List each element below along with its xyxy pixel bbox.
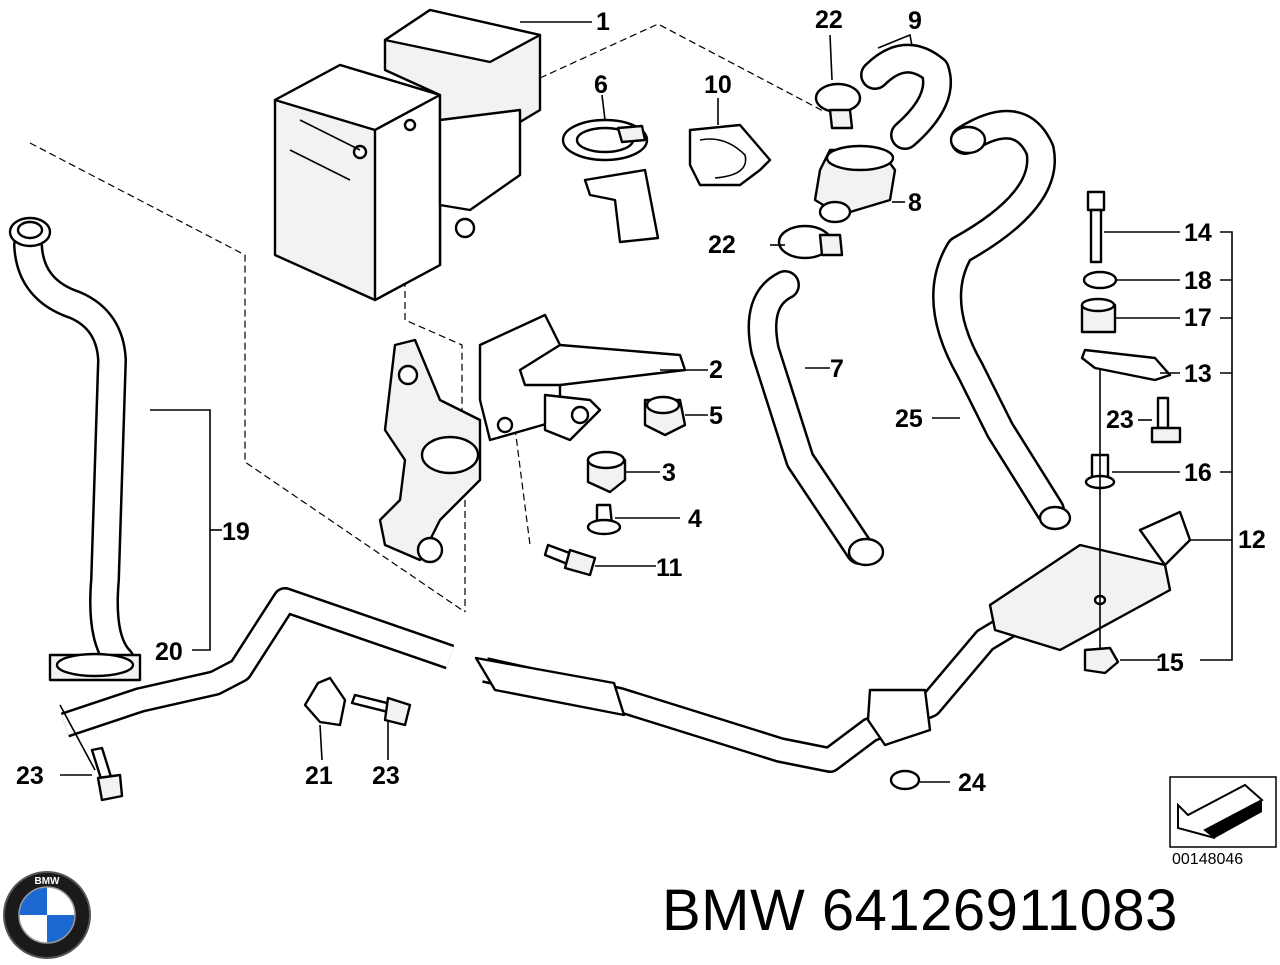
hoses xyxy=(8,43,1072,675)
callout-5: 5 xyxy=(709,402,723,430)
part-bush-4 xyxy=(586,503,622,536)
callout-25: 25 xyxy=(895,405,923,433)
part-clamp-6 xyxy=(561,118,660,244)
callout-10: 10 xyxy=(704,71,732,99)
part-heater-unit xyxy=(273,8,542,302)
part-pipe-seal-20 xyxy=(48,652,142,682)
callout-1: 1 xyxy=(596,8,610,36)
part-exhaust-pipe xyxy=(60,587,1017,773)
part-muffler-12 xyxy=(988,510,1192,652)
callout-21: 21 xyxy=(305,762,333,790)
callout-7: 7 xyxy=(830,355,844,383)
callout-16: 16 xyxy=(1184,459,1212,487)
part-nut-15 xyxy=(1083,646,1120,675)
orientation-arrow-box xyxy=(1169,776,1277,848)
part-valve-8 xyxy=(813,144,897,224)
callout-17: 17 xyxy=(1184,304,1212,332)
callout-6: 6 xyxy=(594,71,608,99)
part-bolt-23-left xyxy=(90,746,124,802)
part-spacer-17 xyxy=(1080,297,1117,334)
part-nut-24 xyxy=(889,769,921,791)
part-clamp-22-lower xyxy=(777,224,844,260)
part-clamp-10 xyxy=(688,123,772,187)
callout-14: 14 xyxy=(1184,219,1212,247)
diagram-code: 00148046 xyxy=(1172,851,1244,868)
callout-22-lower: 22 xyxy=(708,231,736,259)
part-number-caption: BMW 64126911083 xyxy=(662,877,1178,944)
callout-4: 4 xyxy=(688,505,702,533)
callout-9: 9 xyxy=(908,7,922,35)
part-rubber-mount-3 xyxy=(586,450,627,494)
part-screw-23-right xyxy=(1150,396,1182,444)
part-holder-13 xyxy=(1080,348,1172,382)
callout-13: 13 xyxy=(1184,360,1212,388)
part-washer-18 xyxy=(1082,270,1118,290)
callout-24: 24 xyxy=(958,769,986,797)
callout-18: 18 xyxy=(1184,267,1212,295)
caption-part-number: 64126911083 xyxy=(821,878,1178,943)
logo-letters: BMW xyxy=(35,876,61,887)
bmw-logo: BMW xyxy=(3,871,91,959)
part-bolt-11 xyxy=(543,543,597,577)
callout-labels: 1 2 3 4 5 6 7 8 9 10 11 12 13 14 15 16 1… xyxy=(16,6,1266,797)
part-clamp-22-upper xyxy=(814,82,862,130)
callout-2: 2 xyxy=(709,356,723,384)
part-bolt-14 xyxy=(1086,190,1106,264)
part-clamp-21 xyxy=(303,676,347,727)
callout-8: 8 xyxy=(908,189,922,217)
callout-19: 19 xyxy=(222,518,250,546)
part-nut-5 xyxy=(643,395,687,437)
callout-3: 3 xyxy=(662,459,676,487)
part-bracket xyxy=(378,313,687,564)
part-bolt-23-mid xyxy=(350,693,412,727)
callout-15: 15 xyxy=(1156,649,1184,677)
callout-22-upper: 22 xyxy=(815,6,843,34)
assembly-lines xyxy=(29,23,826,613)
leader-lines xyxy=(59,21,1233,783)
callout-23-right: 23 xyxy=(1106,406,1134,434)
callout-12: 12 xyxy=(1238,526,1266,554)
callout-23-mid: 23 xyxy=(372,762,400,790)
callout-11: 11 xyxy=(656,554,683,582)
callout-23-left: 23 xyxy=(16,762,44,790)
caption-brand: BMW xyxy=(662,878,806,943)
callout-20: 20 xyxy=(155,638,183,666)
